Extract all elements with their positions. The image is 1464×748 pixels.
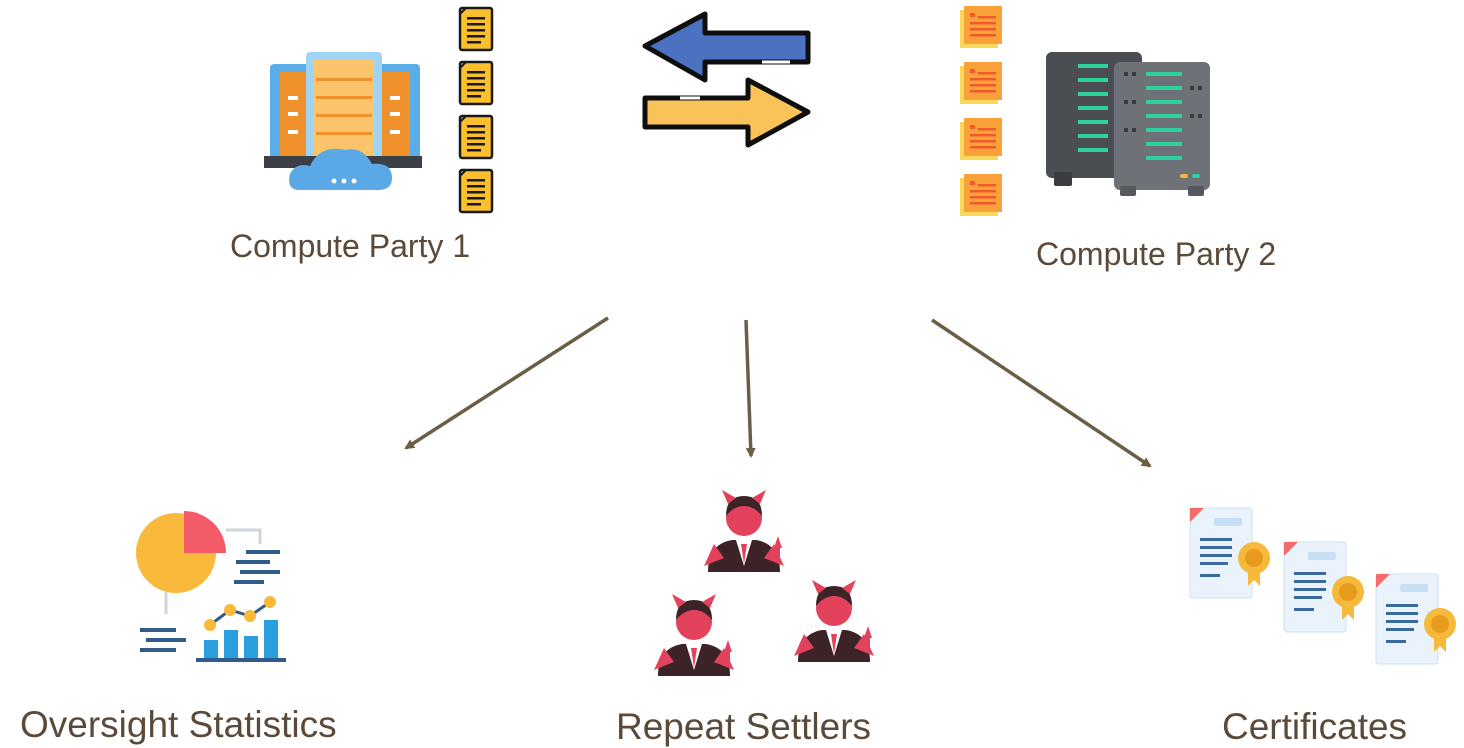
repeat-settlers-label: Repeat Settlers: [616, 706, 872, 747]
flow-arrow-to-certificates: [931, 318, 1152, 468]
compute-party-2-label: Compute Party 2: [1036, 236, 1277, 272]
document-icon: [458, 60, 494, 106]
oversight-statistics-label: Oversight Statistics: [20, 704, 337, 745]
flow-arrow-to-settlers: [744, 319, 756, 458]
exchange-arrow-left-icon: [642, 11, 811, 83]
document-icon: [960, 62, 1002, 104]
document-icon: [960, 174, 1002, 216]
certificates-label: Certificates: [1222, 706, 1408, 747]
document-icon: [458, 6, 494, 52]
document-icon: [458, 114, 494, 160]
certificate-icon: [1283, 541, 1365, 633]
certificate-icon: [1189, 507, 1271, 599]
document-icon: [960, 6, 1002, 48]
document-icon: [960, 118, 1002, 160]
document-icon: [458, 168, 494, 214]
flow-arrow-to-statistics: [404, 316, 609, 450]
compute-party-1-label: Compute Party 1: [230, 228, 471, 264]
settler-icon: [654, 594, 734, 676]
settler-icon: [704, 490, 784, 572]
certificate-icon: [1375, 573, 1457, 665]
server-rack-icon: [1046, 52, 1210, 196]
exchange-arrow-right-icon: [642, 77, 811, 148]
server-cloud-icon: [264, 52, 422, 190]
statistics-icon: [136, 511, 286, 662]
settler-icon: [794, 580, 874, 662]
